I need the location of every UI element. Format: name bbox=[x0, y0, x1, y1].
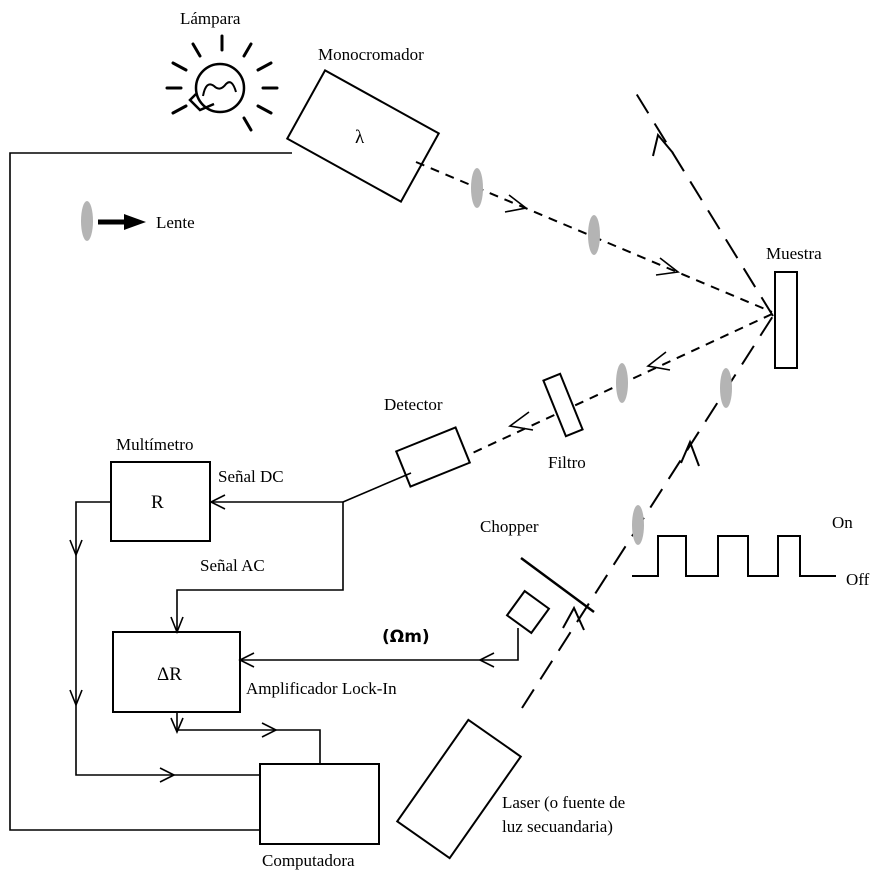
wire-arrow-icon bbox=[238, 652, 255, 668]
multimeter-label: Multímetro bbox=[116, 435, 193, 454]
wire-arrow-icon bbox=[69, 539, 83, 558]
dc-signal-label: Señal DC bbox=[218, 467, 284, 486]
filter-box bbox=[542, 372, 584, 438]
lens-label: Lente bbox=[156, 213, 195, 232]
beam-arrow-icon bbox=[508, 411, 534, 431]
chopper-motor-box bbox=[505, 589, 551, 635]
ac-signal-wire bbox=[176, 502, 344, 632]
wire-arrow-icon bbox=[209, 494, 226, 510]
laser-label-line1: Laser (o fuente de bbox=[502, 793, 625, 812]
beam-arrow-icon bbox=[652, 132, 674, 157]
detector-label: Detector bbox=[384, 395, 443, 414]
wire-arrow-icon bbox=[170, 616, 184, 635]
detector-output-wire bbox=[342, 472, 412, 503]
sample-label: Muestra bbox=[766, 244, 822, 263]
chopper-label: Chopper bbox=[480, 517, 539, 536]
arrow-right-icon bbox=[98, 214, 146, 230]
lamp-label: Lámpara bbox=[180, 9, 241, 28]
on-label: On bbox=[832, 513, 853, 532]
wire-arrow-icon bbox=[69, 689, 83, 708]
chopper-blade bbox=[520, 556, 595, 614]
lens-5-icon bbox=[632, 505, 644, 545]
multimeter-box bbox=[110, 461, 211, 542]
monochromator-box bbox=[285, 69, 441, 203]
scattered-beam bbox=[633, 89, 774, 317]
beam-arrow-icon bbox=[680, 439, 700, 467]
computer-label: Computadora bbox=[262, 851, 355, 870]
monochromator-label: Monocromador bbox=[318, 45, 424, 64]
square-wave-signal bbox=[632, 535, 836, 577]
beam-arrow-icon bbox=[562, 605, 585, 631]
delta-r-symbol: ΔR bbox=[157, 664, 182, 685]
wire-arrow-icon bbox=[261, 722, 278, 738]
lambda-symbol: λ bbox=[355, 127, 365, 148]
wire-arrow-icon bbox=[170, 717, 184, 735]
sample-box bbox=[774, 271, 798, 369]
lens-4-icon bbox=[720, 368, 732, 408]
r-symbol: R bbox=[151, 492, 164, 513]
reference-wire bbox=[240, 628, 519, 661]
lens-1-icon bbox=[471, 168, 483, 208]
lockin-to-computer-wire bbox=[176, 712, 321, 764]
laser-label-line2: luz secuandaria) bbox=[502, 817, 613, 836]
detector-box bbox=[394, 426, 472, 488]
lockin-label: Amplificador Lock-In bbox=[246, 679, 397, 698]
multimeter-to-computer-wire bbox=[75, 501, 260, 776]
lens-legend-icon bbox=[81, 201, 93, 241]
beam-arrow-icon bbox=[504, 194, 528, 213]
laser-box bbox=[395, 718, 523, 860]
lens-3-icon bbox=[616, 363, 628, 403]
omega-label: (Ωm) bbox=[382, 627, 430, 647]
lens-2-icon bbox=[588, 215, 600, 255]
lamp-icon bbox=[165, 34, 279, 132]
ac-signal-label: Señal AC bbox=[200, 556, 265, 575]
computer-to-monochromator-wire bbox=[9, 152, 292, 831]
off-label: Off bbox=[846, 570, 870, 589]
beam-arrow-icon bbox=[655, 257, 680, 276]
beam-arrow-icon bbox=[646, 351, 671, 371]
wire-arrow-icon bbox=[478, 652, 495, 668]
computer-box bbox=[259, 763, 380, 845]
wire-arrow-icon bbox=[159, 767, 176, 783]
filter-label: Filtro bbox=[548, 453, 586, 472]
